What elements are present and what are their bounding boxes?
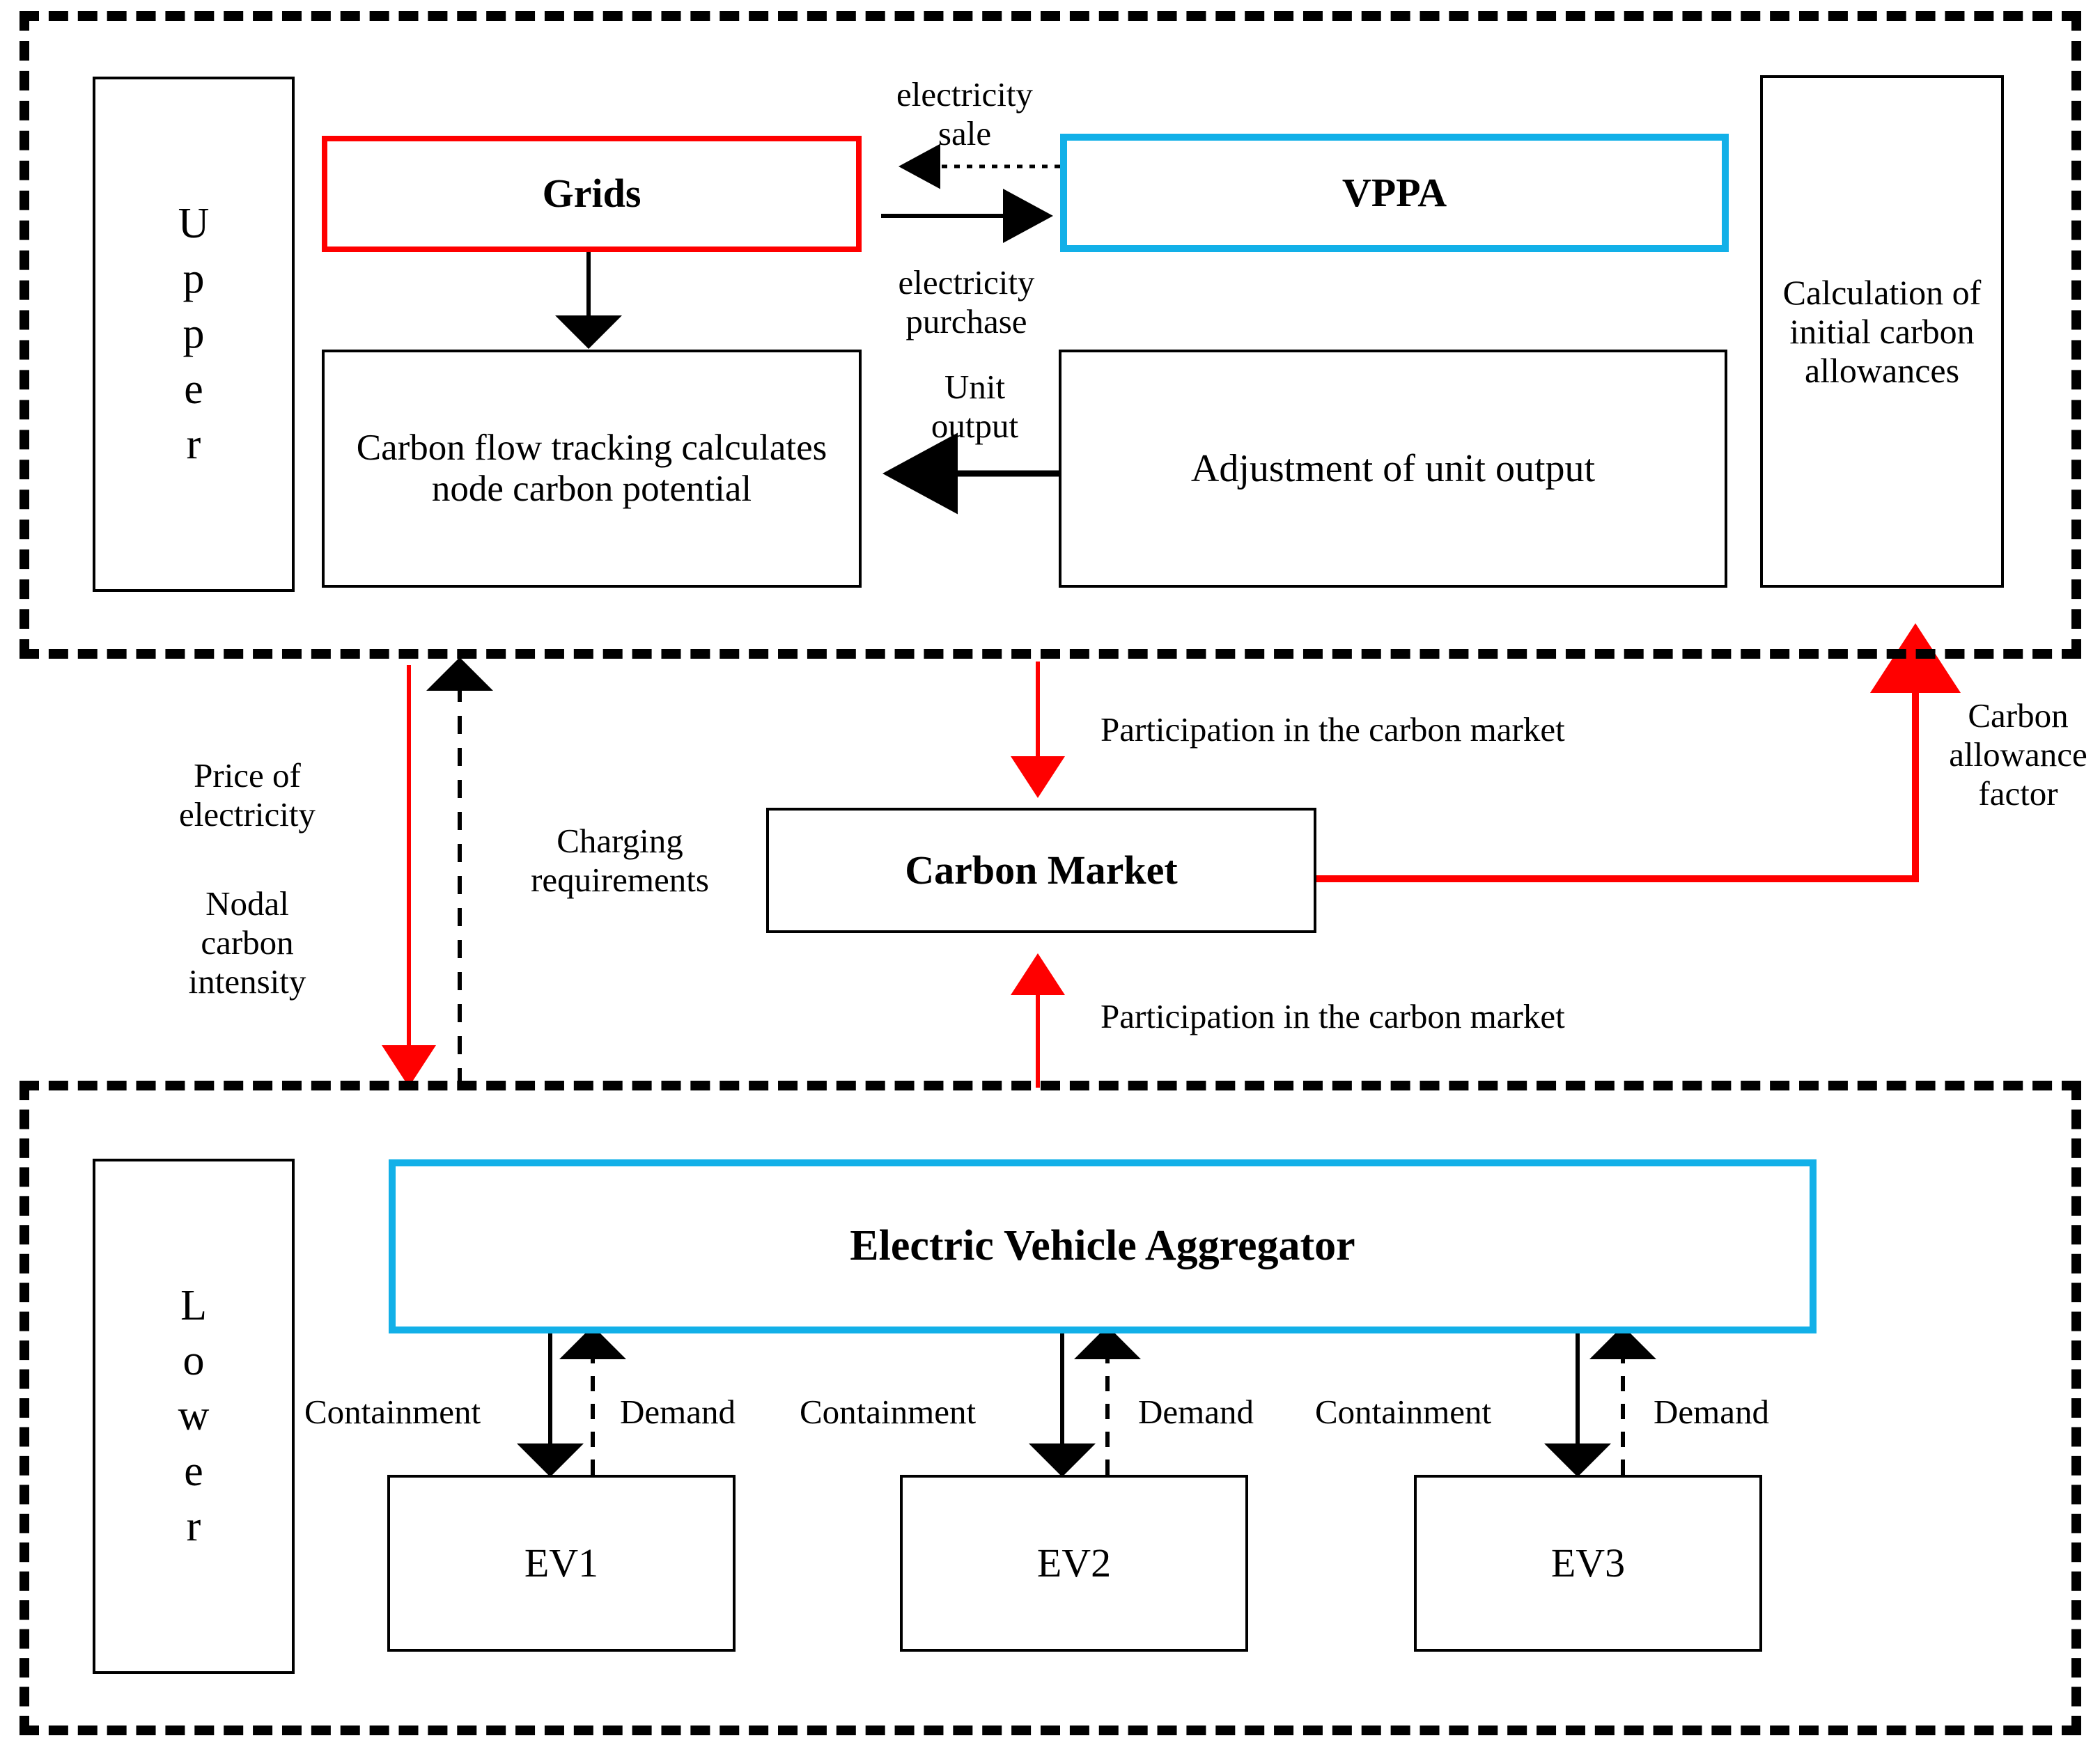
lower-letter-0: L (180, 1281, 207, 1329)
grids-box[interactable]: Grids (322, 136, 862, 252)
upper-letter-1: p (182, 254, 205, 302)
label-containment-ev3: Containment (1315, 1393, 1492, 1431)
ev1-box[interactable]: EV1 (387, 1475, 736, 1652)
label-containment-ev2: Containment (800, 1393, 977, 1431)
upper-level-container (20, 11, 2081, 659)
lower-letter-4: r (186, 1503, 201, 1551)
label-containment-ev1: Containment (304, 1393, 481, 1431)
upper-letter-2: p (182, 310, 205, 358)
label-electricity-sale: electricity sale (896, 75, 1033, 152)
upper-letter-0: U (178, 199, 210, 247)
upper-letter-4: r (186, 421, 201, 469)
label-nodal-carbon-intensity: Nodal carbon intensity (188, 884, 306, 1001)
label-charging-requirements: Charging requirements (531, 822, 709, 899)
lower-level-container (20, 1081, 2081, 1735)
carbon-market-box[interactable]: Carbon Market (766, 808, 1316, 933)
label-unit-output: Unit output (931, 368, 1019, 445)
carbon-flow-tracking-box[interactable]: Carbon flow tracking calculates node car… (322, 350, 862, 588)
electric-vehicle-aggregator-box[interactable]: Electric Vehicle Aggregator (389, 1159, 1817, 1333)
upper-level-label-box: U p p e r (93, 77, 295, 592)
lower-level-label-box: L o w e r (93, 1159, 295, 1674)
label-carbon-allowance-factor: Carbon allowance factor (1949, 696, 2087, 813)
label-demand-ev1: Demand (620, 1393, 736, 1431)
arrow-carbon-allowance-factor (1315, 623, 1961, 882)
label-demand-ev3: Demand (1654, 1393, 1769, 1431)
calculation-initial-allowances-box[interactable]: Calculation of initial carbon allowances (1760, 75, 2004, 588)
ev2-box[interactable]: EV2 (900, 1475, 1248, 1652)
adjustment-of-unit-output-box[interactable]: Adjustment of unit output (1059, 350, 1727, 588)
lower-letter-2: w (178, 1392, 210, 1440)
lower-letter-3: e (184, 1447, 203, 1495)
vppa-box[interactable]: VPPA (1060, 134, 1729, 252)
label-price-of-electricity: Price of electricity (179, 756, 316, 834)
lower-letter-1: o (182, 1336, 205, 1384)
upper-letter-3: e (184, 365, 203, 413)
label-demand-ev2: Demand (1138, 1393, 1254, 1431)
label-participation-upper: Participation in the carbon market (1100, 710, 1565, 749)
label-electricity-purchase: electricity purchase (898, 263, 1035, 341)
ev3-box[interactable]: EV3 (1414, 1475, 1762, 1652)
label-participation-lower: Participation in the carbon market (1100, 997, 1565, 1035)
